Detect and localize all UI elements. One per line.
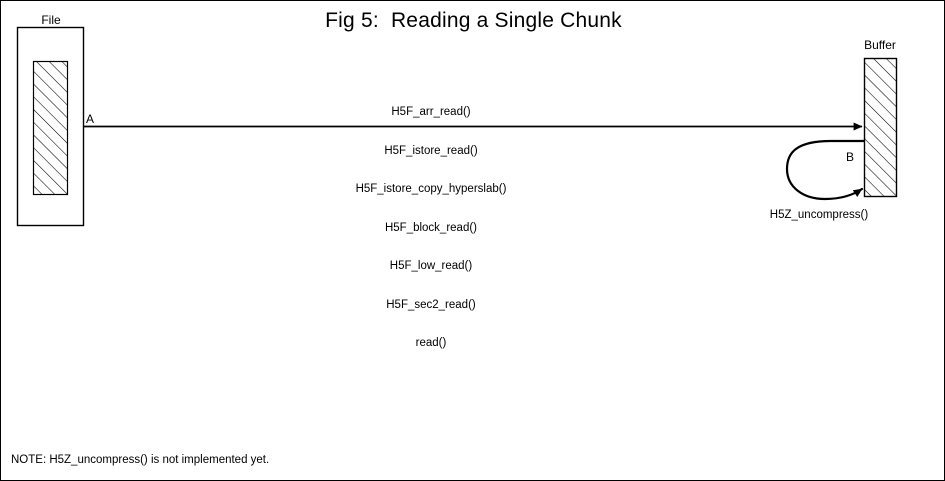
loop-arrow-path (785, 139, 866, 201)
loop-arrow-label: H5Z_uncompress() (769, 209, 869, 221)
buffer-box-label: Buffer (864, 38, 896, 52)
call-stack-item: H5F_arr_read() (391, 106, 471, 118)
figure-note: NOTE: H5Z_uncompress() is not implemente… (11, 454, 270, 466)
call-stack-item: H5F_low_read() (389, 260, 473, 272)
call-stack-item: H5F_sec2_read() (386, 298, 476, 311)
call-stack-list: H5F_arr_read() H5F_istore_read() H5F_ist… (331, 82, 531, 375)
call-stack-item: read() (415, 337, 447, 349)
page-title: Fig 5: Reading a Single Chunk (325, 9, 622, 32)
call-stack-item: H5F_istore_copy_hyperslab() (355, 183, 507, 195)
call-stack-item: H5F_block_read() (384, 221, 478, 234)
file-chunk-hatched (32, 60, 69, 196)
marker-a-label: A (86, 112, 95, 126)
marker-b-label: B (846, 150, 855, 164)
file-box-label: File (41, 13, 61, 27)
call-stack-item: H5F_istore_read() (384, 144, 478, 157)
buffer-box-hatched (863, 57, 898, 198)
